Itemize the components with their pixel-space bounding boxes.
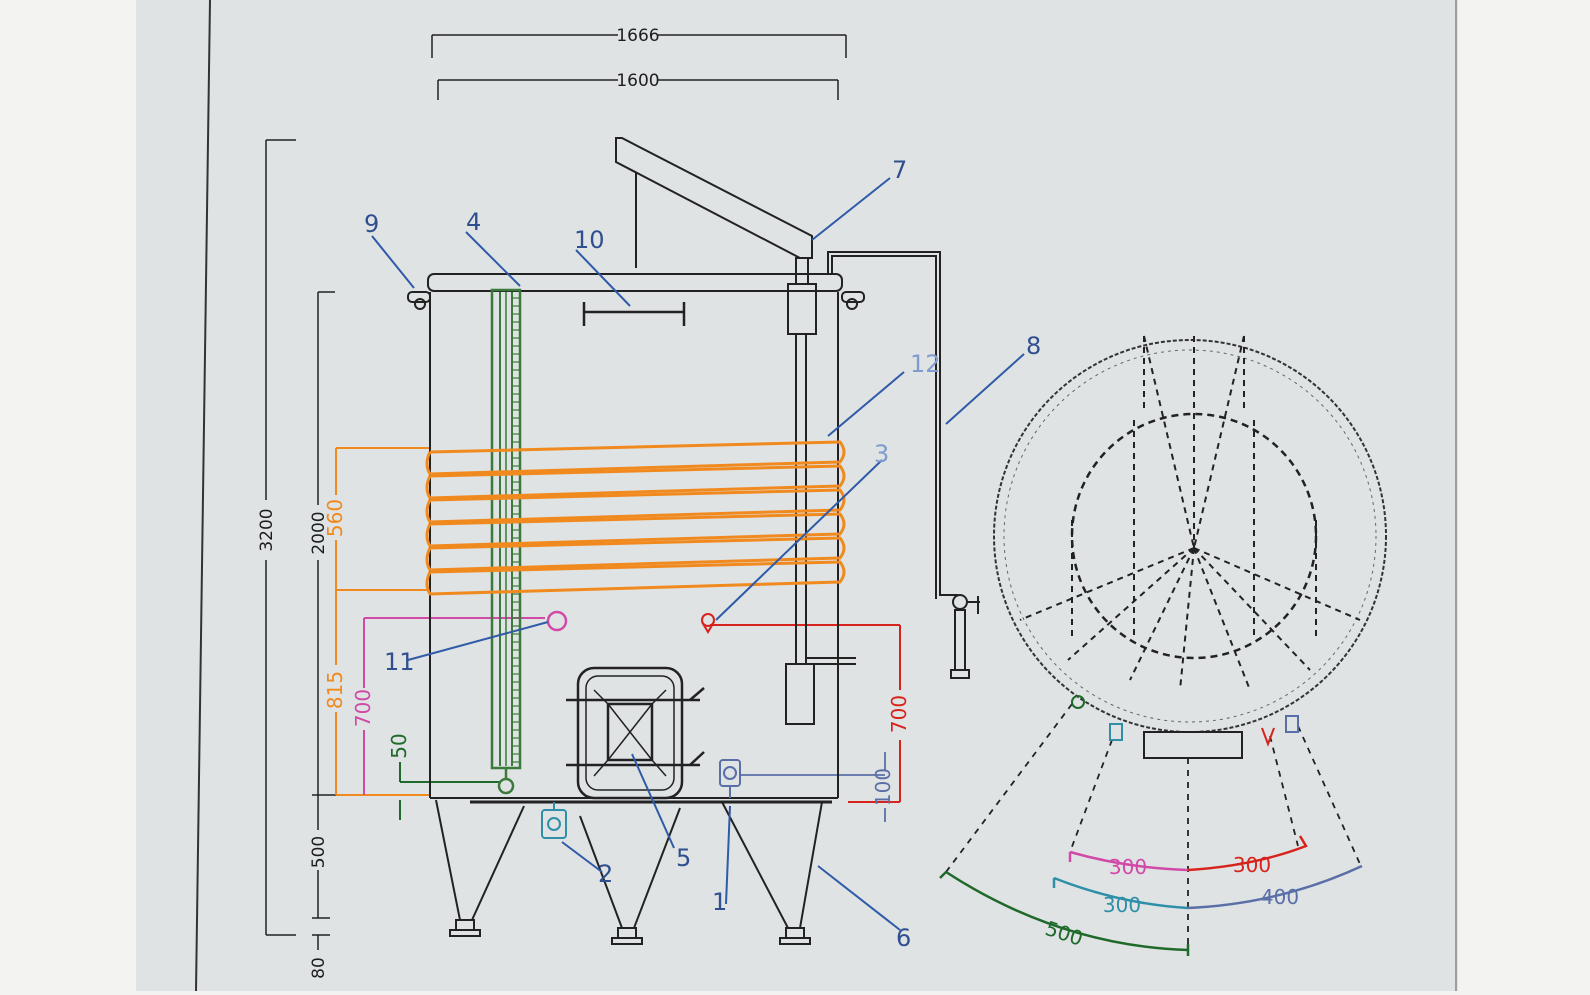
dim-1666: 1666: [616, 26, 659, 46]
dim-top-inner: [437, 79, 839, 100]
dim-500: 500: [309, 836, 329, 868]
callout-5: 5: [676, 844, 691, 872]
level-gauge-ticks: [512, 297, 519, 763]
callout-4: 4: [466, 208, 481, 236]
dim-coil-lines: [335, 447, 430, 796]
callout-9: 9: [364, 210, 379, 238]
callout-10: 10: [574, 226, 605, 254]
coil-loop: [425, 512, 846, 548]
dim-3200: 3200: [257, 508, 277, 551]
dim-560: 560: [323, 499, 347, 537]
tank-lid: [427, 273, 843, 292]
arc-green: [945, 870, 1189, 952]
lid-rim-right: [841, 291, 865, 310]
coil-loop: [425, 440, 846, 476]
arc-red: [1187, 835, 1308, 872]
dim-shell-height: [317, 291, 335, 795]
arc-label-slate: 400: [1261, 885, 1299, 909]
coil-loop: [425, 560, 846, 596]
coil-loop: [425, 464, 846, 500]
sample-valve: [701, 613, 715, 634]
dim-700-red: 700: [887, 695, 911, 733]
pump-arm: [615, 137, 856, 725]
callout-12: 12: [910, 350, 941, 378]
transfer-pipe: [827, 251, 980, 679]
outlet-valve-1: [719, 759, 741, 798]
cooling-coil: [425, 440, 846, 596]
dim-815: 815: [323, 671, 347, 709]
callout-1: 1: [712, 888, 727, 916]
dim-100: 100: [871, 768, 895, 806]
callout-3: 3: [874, 440, 889, 468]
arc-slate: [1187, 864, 1363, 910]
arc-magenta: [1069, 850, 1189, 872]
dim-80: 80: [309, 957, 329, 979]
coil-loop: [425, 536, 846, 572]
callout-8: 8: [1026, 332, 1041, 360]
arc-label-red: 300: [1233, 853, 1271, 877]
manway-door: [566, 666, 705, 800]
thermometer-port: [546, 610, 568, 632]
callout-7: 7: [892, 156, 907, 184]
dim-green-lines: [399, 762, 500, 820]
sheet-border-line: [195, 0, 211, 992]
plan-view: [945, 335, 1387, 950]
arc-teal: [1053, 876, 1189, 910]
dim-foot-height: [312, 934, 330, 950]
coil-loop: [425, 488, 846, 524]
lid-rim-left: [407, 291, 431, 310]
callout-leaders: [371, 177, 1025, 931]
arc-label-magenta: 300: [1109, 855, 1147, 879]
dim-50: 50: [387, 733, 411, 758]
lid-handle: [582, 302, 686, 326]
dim-1600: 1600: [616, 71, 659, 91]
arc-label-teal: 300: [1103, 893, 1141, 917]
level-gauge: [490, 288, 522, 795]
dim-2000: 2000: [309, 511, 329, 554]
dim-total-height: [265, 139, 296, 936]
callout-11: 11: [384, 648, 415, 676]
dim-700-magenta: 700: [351, 689, 375, 727]
callout-6: 6: [896, 924, 911, 952]
callout-2: 2: [598, 860, 613, 888]
dim-slate-lines: [740, 752, 886, 822]
bottom-valve-2: [541, 802, 567, 839]
dim-top-outer: [431, 34, 847, 58]
tank-legs: [435, 799, 823, 945]
plan-arcs: [939, 835, 1363, 956]
